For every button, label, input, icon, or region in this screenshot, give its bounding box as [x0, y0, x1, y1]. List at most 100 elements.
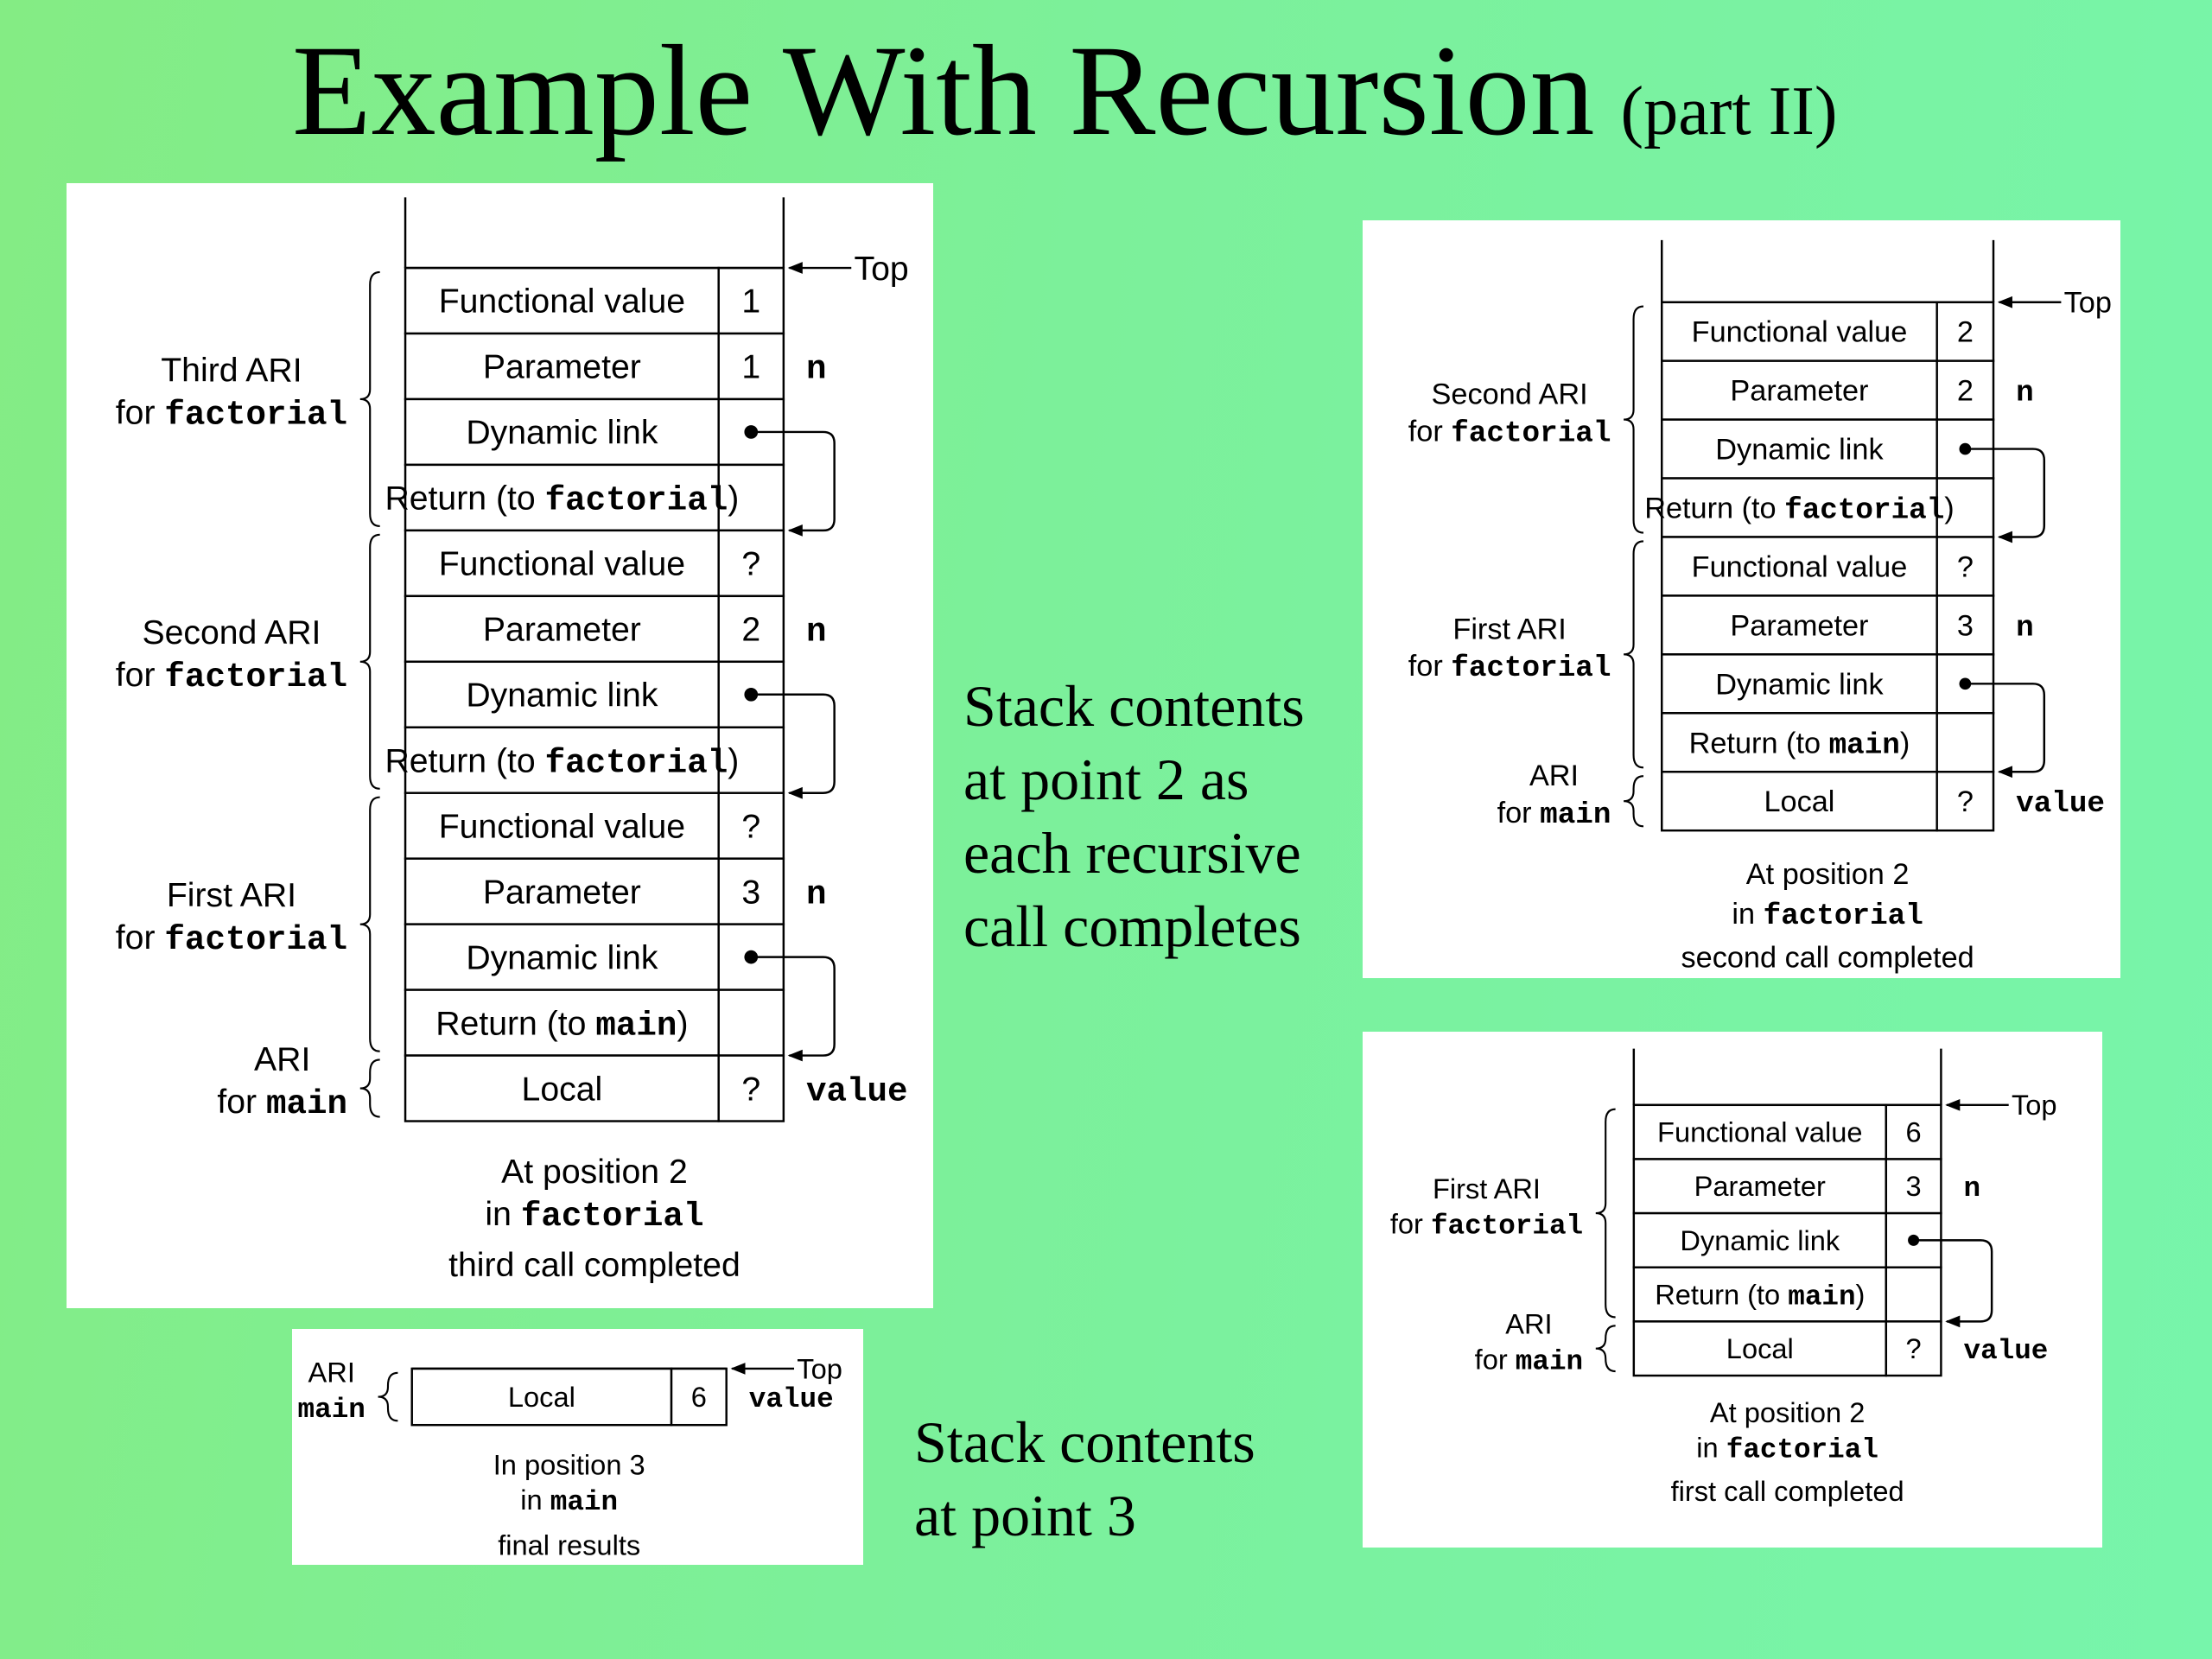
note-line: Stack contents: [914, 1409, 1255, 1475]
dynamic-link-dot-icon: [1959, 677, 1972, 690]
stack-cell: [1661, 536, 1938, 597]
stack-row-value: 2: [1957, 316, 1974, 349]
stack-row-label: Parameter: [1694, 1170, 1826, 1202]
stack-value-cell: [717, 726, 785, 794]
stack-cell: [1632, 1158, 1888, 1215]
stack-row-label: Functional value: [439, 283, 685, 321]
note-point-3: Stack contents at point 3: [914, 1406, 1255, 1553]
top-pointer-label: Top: [797, 1352, 842, 1384]
diagram-caption: final results: [498, 1529, 640, 1560]
stack-cell: [1661, 712, 1938, 773]
stack-row-value: 3: [1957, 609, 1974, 642]
stack-value-cell: [1936, 477, 1995, 538]
ari-label: Third ARI: [161, 352, 302, 389]
variable-name-label: value: [749, 1383, 834, 1415]
stack-value-cell: [1885, 1266, 1942, 1323]
ari-label: Second ARI: [142, 614, 321, 652]
brace-icon: [359, 1058, 380, 1118]
stack-row-label: Parameter: [1730, 609, 1868, 642]
stack-row-label: Dynamic link: [1680, 1224, 1840, 1256]
dynamic-link-arrow-icon: [1965, 683, 2046, 779]
stack-cell: [1661, 477, 1938, 538]
ari-label: for main: [1475, 1343, 1583, 1377]
variable-name-label: n: [806, 613, 827, 652]
stack-row-value: ?: [741, 546, 760, 583]
stack-row-value: 3: [741, 874, 760, 911]
stack-cell: [404, 1054, 720, 1122]
stack-row-label: Parameter: [483, 612, 641, 649]
diagram-caption: In position 3: [493, 1448, 645, 1480]
stack-value-cell: [717, 529, 785, 598]
stack-row-value: 1: [741, 283, 760, 321]
diagram-caption: At position 2: [1710, 1396, 1865, 1428]
ari-label: First ARI: [1452, 613, 1566, 645]
ari-label: for factorial: [116, 394, 347, 434]
stack-row-label: Return (to factorial): [1644, 493, 1955, 528]
ari-label: ARI: [1529, 760, 1579, 792]
stack-cell: [404, 857, 720, 925]
ari-label: for factorial: [116, 919, 347, 959]
stack-cell: [1661, 771, 1938, 832]
dynamic-link-arrow-icon: [751, 430, 836, 537]
stack-value-cell: [717, 988, 785, 1057]
ari-label: for factorial: [1408, 415, 1611, 450]
ari-label: First ARI: [1433, 1173, 1541, 1205]
brace-icon: [1624, 775, 1644, 828]
stack-cell: [404, 791, 720, 860]
ari-label: ARI: [1505, 1308, 1552, 1340]
stack-value-cell: [717, 463, 785, 532]
diagram-caption: At position 2: [501, 1154, 688, 1191]
diagram-caption: in factorial: [1732, 898, 1923, 933]
diagram-caption: in factorial: [1696, 1432, 1878, 1466]
dynamic-link-arrow-icon: [751, 693, 836, 799]
stack-row-label: Dynamic link: [466, 415, 658, 452]
stack-row-label: Local: [508, 1381, 575, 1413]
stack-row-label: Local: [522, 1071, 603, 1108]
diagram-caption: first call completed: [1671, 1475, 1904, 1507]
stack-value-cell: [717, 791, 785, 860]
stack-cell: [1632, 1266, 1888, 1323]
stack-row-value: ?: [1906, 1332, 1922, 1364]
stack-cell: [404, 923, 720, 991]
stack-row-label: Functional value: [1692, 316, 1908, 349]
stack-value-cell: [1885, 1320, 1942, 1377]
stack-row-label: Parameter: [1730, 375, 1868, 408]
variable-name-label: n: [2016, 377, 2034, 410]
note-line: at point 3: [914, 1483, 1136, 1548]
stack-cell: [404, 660, 720, 728]
top-pointer-label: Top: [2012, 1089, 2057, 1121]
diagram-caption: At position 2: [1746, 858, 1910, 891]
brace-icon: [378, 1371, 398, 1422]
stack-value-cell: [1936, 712, 1995, 773]
stack-value-cell: [717, 1054, 785, 1122]
stack-row-label: Return (to main): [1655, 1278, 1865, 1313]
diagram-caption: second call completed: [1681, 942, 1974, 975]
ari-label: ARI: [308, 1356, 355, 1388]
stack-row-value: ?: [741, 1071, 760, 1108]
stack-row-label: Parameter: [483, 874, 641, 911]
stack-cell: [1632, 1320, 1888, 1377]
stack-row-label: Local: [1726, 1332, 1794, 1364]
stack-row-label: Functional value: [1657, 1116, 1862, 1148]
top-pointer-label: Top: [855, 251, 909, 288]
ari-label: Second ARI: [1432, 378, 1588, 411]
variable-name-label: n: [806, 350, 827, 389]
stack-cell: [404, 463, 720, 532]
note-line: Stack contents: [963, 673, 1305, 739]
stack-row-value: ?: [1957, 785, 1974, 818]
title-sub: (part II): [1620, 73, 1838, 149]
title-main: Example With Recursion: [292, 19, 1595, 162]
ari-label: First ARI: [167, 877, 296, 914]
brace-icon: [359, 270, 380, 528]
brace-icon: [1595, 1325, 1616, 1373]
stack-row-label: Parameter: [483, 349, 641, 386]
note-line: each recursive: [963, 820, 1301, 886]
diagram-caption: third call completed: [448, 1247, 741, 1284]
stack-row-label: Return (to factorial): [385, 742, 739, 782]
stack-value-cell: [1936, 771, 1995, 832]
